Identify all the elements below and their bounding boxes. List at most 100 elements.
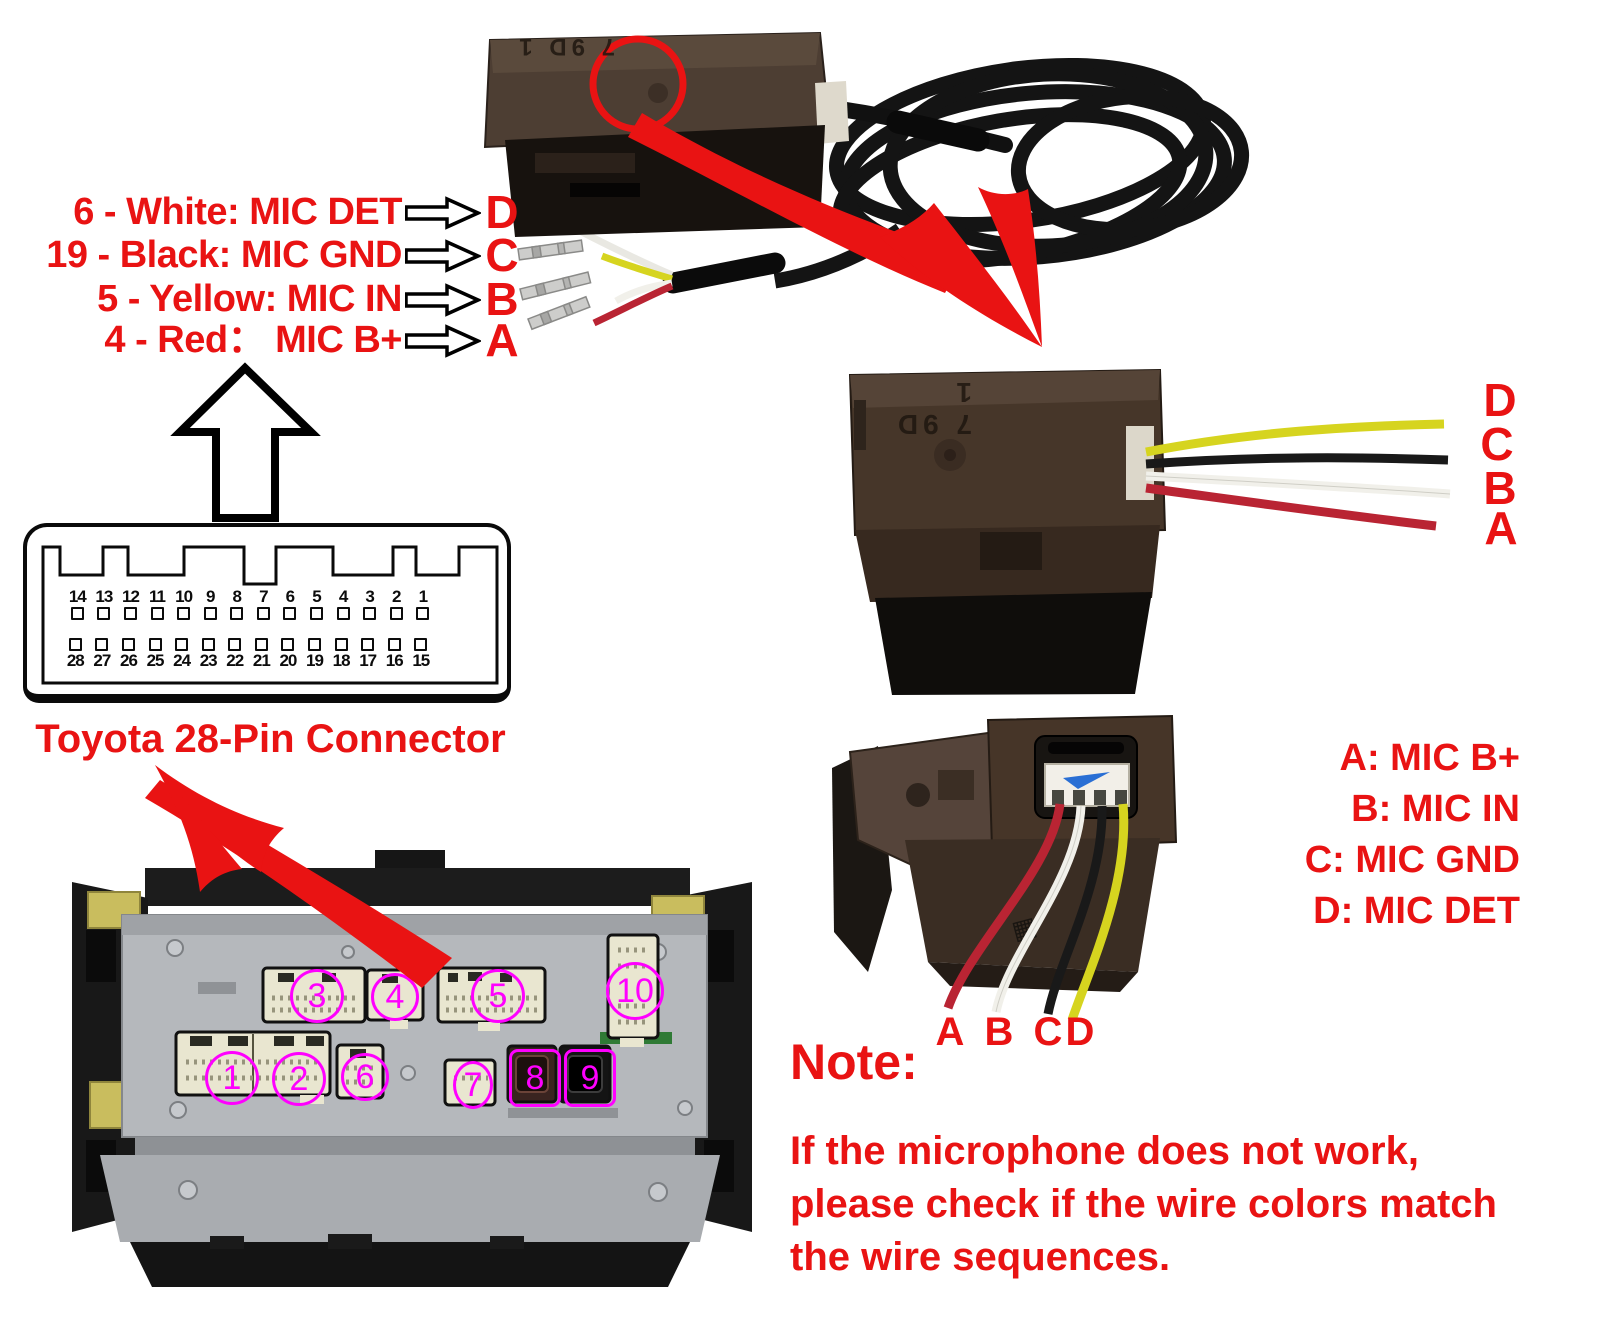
pin-slot	[334, 638, 348, 651]
pin-cell: 24	[168, 637, 195, 670]
pin-slot	[283, 607, 297, 620]
terminal-letter-b: B	[485, 273, 519, 325]
radio-connector-number-5: 5	[471, 969, 525, 1023]
pin-number: 12	[121, 587, 140, 606]
pin-number: 21	[252, 651, 271, 670]
pin-cell: 15	[408, 637, 435, 670]
radio-connector-number-6: 6	[341, 1053, 389, 1101]
pin-cell: 22	[221, 637, 248, 670]
pin-number: 5	[312, 587, 322, 606]
radio-connector-number-2: 2	[272, 1052, 326, 1106]
pin-row-bottom: 28 27 26 25 24 23 22 21 20 19 18 17 16 1…	[62, 637, 434, 670]
pin-slot	[123, 607, 137, 620]
pin-cell: 3	[356, 588, 383, 621]
red-arrow-down-right	[628, 113, 1042, 347]
pin-cell: 18	[328, 637, 355, 670]
pin-cell: 16	[381, 637, 408, 670]
pin-slot	[121, 638, 135, 651]
pin-slot	[336, 607, 350, 620]
pin-cell: 6	[277, 588, 304, 621]
pin-cell: 2	[383, 588, 410, 621]
pin-number: 3	[365, 587, 375, 606]
pin-number: 4	[338, 587, 349, 606]
pin-slot	[361, 638, 375, 651]
radio-connector-number-9: 9	[564, 1049, 616, 1107]
pin-slot	[203, 607, 217, 620]
pin-slot	[97, 607, 111, 620]
pin-slot	[389, 607, 403, 620]
pin-number: 28	[66, 651, 85, 670]
radio-connector-number-8: 8	[509, 1049, 561, 1107]
pin-slot	[177, 607, 191, 620]
pin-slot	[70, 607, 84, 620]
pin-cell: 10	[170, 588, 197, 621]
connector-photo-front: ▦	[832, 714, 1178, 1022]
mic-map-line-d: D: MIC DET	[1313, 890, 1520, 932]
pin-cell: 21	[248, 637, 275, 670]
connector-wires	[1145, 419, 1451, 531]
mic-cable-photo	[483, 31, 1250, 347]
cable-sheath	[662, 252, 786, 294]
connector-marking-side: 7 9D 1	[892, 377, 972, 440]
pin-cell: 7	[250, 588, 277, 621]
pin-slot	[309, 607, 323, 620]
pin-number: 11	[149, 587, 166, 606]
pin-number: 8	[232, 587, 243, 606]
pin-cell: 13	[91, 588, 118, 621]
pin-slot	[363, 607, 377, 620]
pin-number: 17	[359, 651, 377, 670]
pin-slot	[228, 638, 242, 651]
wire-label-d: 6 - White: MIC DET	[73, 191, 402, 233]
up-arrow-icon	[170, 362, 321, 522]
wire-letter-a: A	[1484, 502, 1518, 554]
connector-wires	[943, 803, 1129, 1022]
mic-wires	[574, 225, 674, 327]
red-arrow-up-left	[145, 765, 452, 988]
pin-number: 16	[385, 651, 404, 670]
pin-cell: 19	[301, 637, 328, 670]
terminal-letter-a: A	[485, 314, 519, 366]
pin-number: 27	[93, 651, 111, 670]
note-line-2: please check if the wire colors match	[790, 1182, 1497, 1226]
connector-photo-side	[848, 368, 1451, 695]
pin-number: 14	[68, 587, 87, 606]
pin-cell: 4	[330, 588, 357, 621]
pin-cell: 23	[195, 637, 222, 670]
pin-number: 9	[205, 587, 216, 606]
radio-connector-number-10: 10	[606, 962, 664, 1020]
pin-cell: 1	[410, 588, 437, 621]
mic-map-line-b: B: MIC IN	[1351, 788, 1520, 830]
pin-slot	[150, 607, 164, 620]
pin-row-top: 14 13 12 11 10 9 8 7 6 5 4 3 2 1	[64, 588, 436, 621]
pin-number: 2	[391, 587, 402, 606]
right-arrow-icon	[405, 239, 481, 273]
pin-connector-title: Toyota 28-Pin Connector	[35, 717, 506, 761]
pin-slot	[175, 638, 189, 651]
connector-marking-top: 7 9D 1	[514, 33, 615, 60]
right-arrow-icon	[405, 196, 481, 230]
pin-number: 10	[175, 587, 193, 606]
pin-slot	[68, 638, 82, 651]
radio-connector-number-3: 3	[290, 969, 344, 1023]
pin-number: 18	[332, 651, 351, 670]
note-line-1: If the microphone does not work,	[790, 1129, 1419, 1173]
pin-number: 24	[173, 651, 191, 670]
pin-slot	[95, 638, 109, 651]
pin-number: 6	[285, 587, 296, 606]
pin-slot	[281, 638, 295, 651]
pin-slot	[230, 607, 244, 620]
wire-label-a: 4 - Red： MIC B+	[104, 319, 402, 361]
pin-cell: 20	[275, 637, 302, 670]
wire-letter-d: D	[1065, 1010, 1095, 1054]
mic-map-line-a: A: MIC B+	[1339, 737, 1521, 779]
wire-label-b: 5 - Yellow: MIC IN	[97, 278, 402, 320]
pin-connector-keying-outline	[41, 545, 499, 685]
pin-slot	[201, 638, 215, 651]
pin-slot	[256, 607, 270, 620]
radio-connector-number-4: 4	[371, 973, 419, 1021]
pin-number: 20	[279, 651, 297, 670]
pin-number: 26	[119, 651, 138, 670]
wire-letter-c: C	[1480, 418, 1514, 470]
wire-letter-b: B	[1483, 462, 1517, 514]
mic-map-line-c: C: MIC GND	[1304, 839, 1520, 881]
